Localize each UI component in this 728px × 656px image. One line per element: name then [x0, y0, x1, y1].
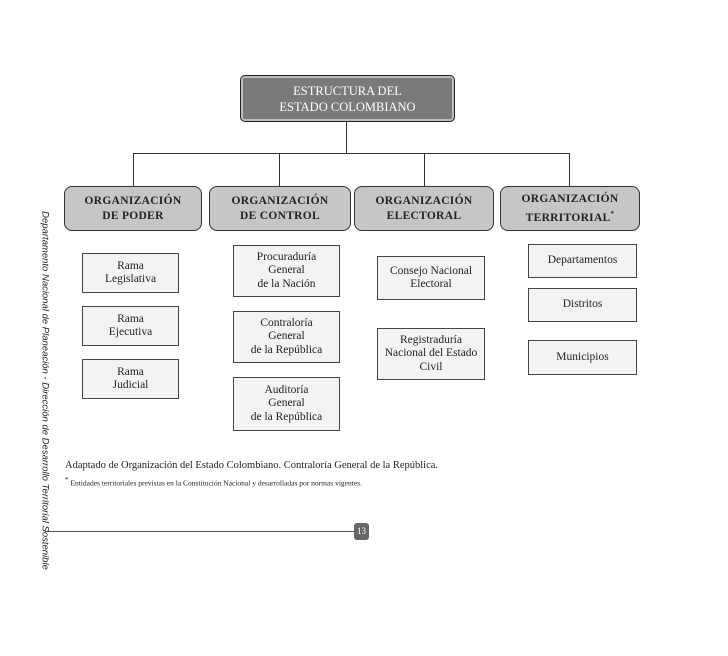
box-line: Nacional del Estado — [384, 347, 478, 360]
footnote-text: Entidades territoriales previstas en la … — [70, 478, 362, 488]
org-territorial-line-2: TERRITORIAL* — [501, 207, 639, 226]
box-line: Rama — [117, 365, 144, 378]
box-consejo-nacional-electoral: Consejo Nacional Electoral — [377, 256, 485, 300]
box-line: Procuraduría — [256, 250, 317, 263]
sidebar-text: Departamento Nacional de Planeación - Di… — [39, 211, 51, 570]
box-line: General — [268, 330, 305, 343]
box-procuraduria: Procuraduría General de la Nación — [233, 245, 340, 297]
box-line: Consejo Nacional — [389, 264, 473, 277]
box-line: Judicial — [112, 379, 149, 391]
box-contraloria: Contraloría General de la República — [233, 311, 340, 363]
box-line: Legislativa — [104, 273, 157, 285]
box-departamentos: Departamentos — [528, 244, 637, 278]
org-territorial-line-1: ORGANIZACIÓN — [521, 192, 619, 205]
connector-territorial — [569, 153, 570, 186]
footnote: * Entidades territoriales previstas en l… — [65, 476, 362, 488]
box-line: General — [268, 397, 305, 410]
box-line: Civil — [419, 360, 443, 373]
connector-electoral — [424, 153, 425, 186]
footnote-mark: * — [65, 476, 69, 484]
org-control-line-2: DE CONTROL — [240, 209, 320, 222]
caption: Adaptado de Organización del Estado Colo… — [65, 460, 439, 471]
root-node: ESTRUCTURA DEL ESTADO COLOMBIANO — [240, 75, 455, 122]
box-line: de la República — [250, 410, 323, 423]
box-municipios: Municipios — [528, 340, 637, 375]
box-line: Auditoría — [264, 383, 309, 396]
org-poder: ORGANIZACIÓN DE PODER — [64, 186, 202, 231]
connector-poder — [133, 153, 134, 186]
connector-control — [279, 153, 280, 186]
box-line: Distritos — [562, 298, 603, 311]
org-control-line-1: ORGANIZACIÓN — [231, 194, 329, 207]
connector-horizontal — [133, 153, 569, 154]
box-line: de la Nación — [257, 277, 316, 290]
box-line: Departamentos — [547, 254, 618, 267]
org-poder-line-1: ORGANIZACIÓN — [84, 194, 182, 207]
box-rama-judicial: Rama Judicial — [82, 359, 179, 399]
box-rama-ejecutiva: Rama Ejecutiva — [82, 306, 179, 346]
org-electoral: ORGANIZACIÓN ELECTORAL — [354, 186, 494, 231]
footnote-marker: * — [610, 209, 615, 218]
page-number: 13 — [354, 523, 369, 540]
box-line: Electoral — [410, 278, 452, 290]
root-line-2: ESTADO COLOMBIANO — [279, 99, 416, 114]
box-line: Rama — [117, 259, 144, 272]
org-electoral-line-1: ORGANIZACIÓN — [375, 194, 473, 207]
box-rama-legislativa: Rama Legislativa — [82, 253, 179, 293]
root-line-1: ESTRUCTURA DEL — [293, 83, 402, 98]
org-territorial-label: TERRITORIAL — [525, 211, 611, 224]
box-line: General — [268, 264, 305, 277]
box-line: Contraloría — [260, 316, 313, 329]
box-line: Rama — [117, 312, 144, 325]
org-territorial: ORGANIZACIÓN TERRITORIAL* — [500, 186, 640, 231]
box-line: Registraduría — [400, 333, 462, 346]
org-control: ORGANIZACIÓN DE CONTROL — [209, 186, 351, 231]
org-electoral-line-2: ELECTORAL — [386, 209, 462, 222]
box-distritos: Distritos — [528, 288, 637, 322]
box-registraduria: Registraduría Nacional del Estado Civil — [377, 328, 485, 380]
box-line: de la República — [250, 343, 323, 356]
box-line: Municipios — [556, 350, 609, 363]
connector-root-down — [346, 120, 347, 153]
bottom-rule — [45, 531, 355, 532]
box-auditoria: Auditoría General de la República — [233, 377, 340, 431]
box-line: Ejecutiva — [108, 326, 153, 338]
org-poder-line-2: DE PODER — [102, 209, 164, 222]
